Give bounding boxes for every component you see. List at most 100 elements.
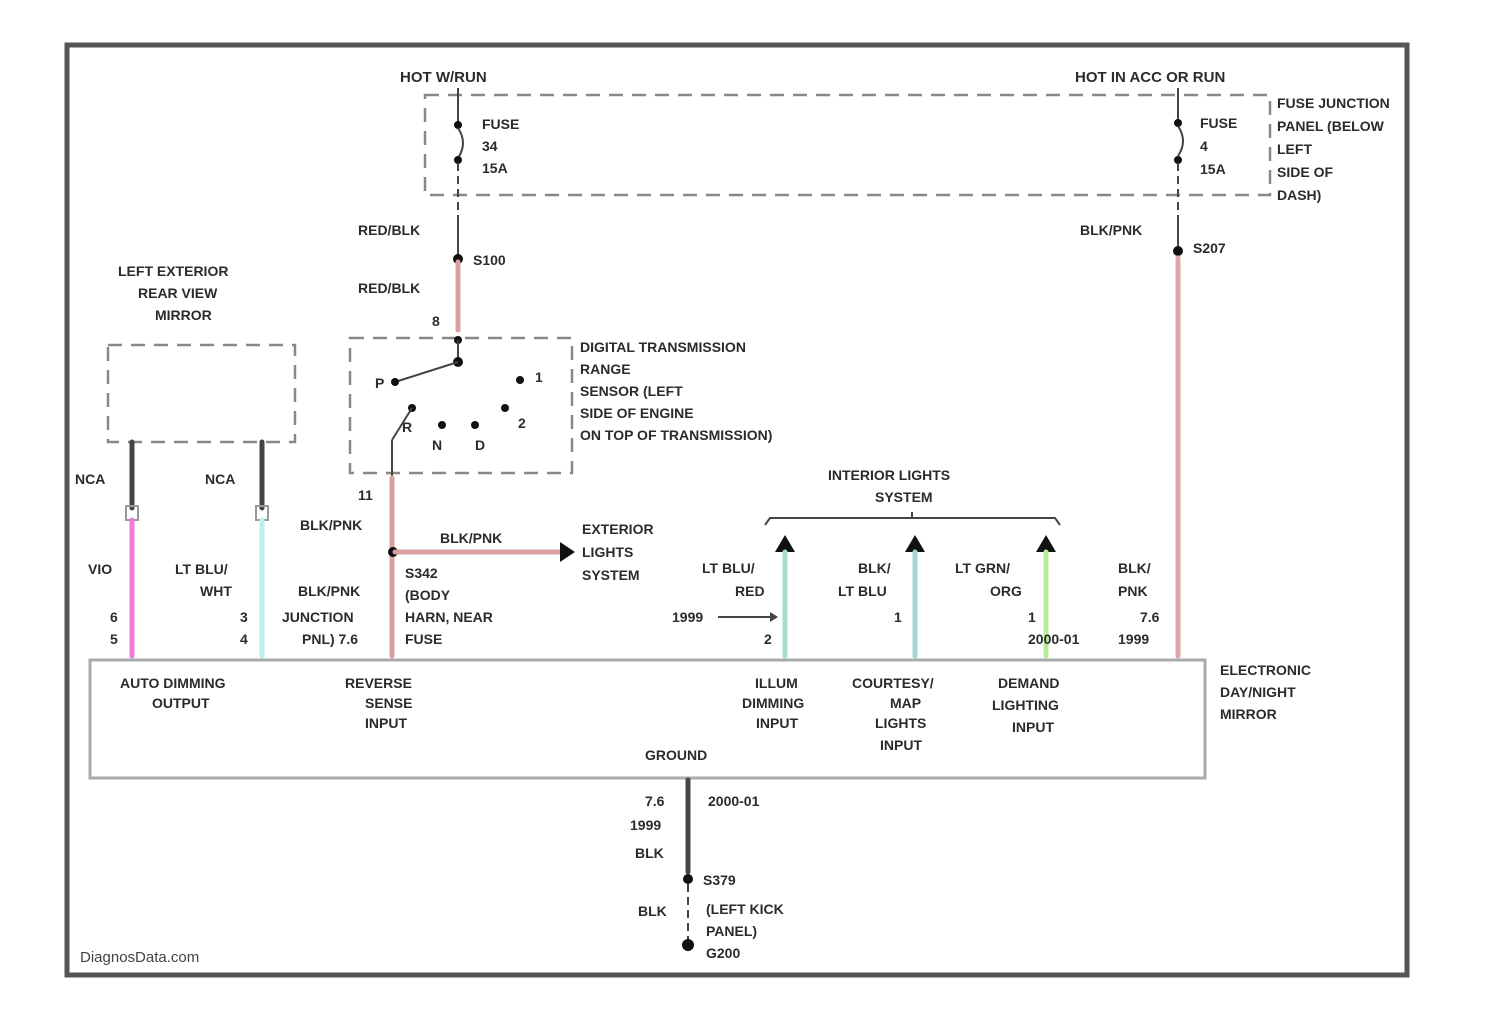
pin-4: 4 <box>240 631 248 647</box>
junction-label-2: PNL) 7.6 <box>302 631 358 647</box>
year-1999-label-2: 1999 <box>1118 631 1149 647</box>
sensor-title-1: DIGITAL TRANSMISSION <box>580 339 746 355</box>
fuse-left-name: FUSE <box>482 116 519 132</box>
s342-label-3: HARN, NEAR <box>405 609 493 625</box>
ground-label: GROUND <box>645 747 707 763</box>
interior-title-1: INTERIOR LIGHTS <box>828 467 950 483</box>
blk-lt-blu-label-1: BLK/ <box>858 560 891 576</box>
demand-label-2: LIGHTING <box>992 697 1059 713</box>
pin-3: 3 <box>240 609 248 625</box>
mirror-title-2: REAR VIEW <box>138 285 218 301</box>
pos-d: D <box>475 437 485 453</box>
blk-pnk-label-3: BLK/PNK <box>298 583 360 599</box>
interior-lights-system: INTERIOR LIGHTS SYSTEM LT BLU/ RED BLK/ … <box>672 467 1160 656</box>
fuse-panel-line-2: PANEL (BELOW <box>1277 118 1385 134</box>
year-2000-label: 2000-01 <box>1028 631 1080 647</box>
nca-label-2: NCA <box>205 471 235 487</box>
blk-pnk-label-right: BLK/PNK <box>1080 222 1142 238</box>
interior-title-2: SYSTEM <box>875 489 933 505</box>
sensor-title-4: SIDE OF ENGINE <box>580 405 694 421</box>
pos-p: P <box>375 375 384 391</box>
s342-label-4: FUSE <box>405 631 442 647</box>
vio-label: VIO <box>88 561 112 577</box>
blk-label-2: BLK <box>638 903 667 919</box>
ground-g200 <box>682 939 694 951</box>
transmission-range-sensor: P R N D 2 1 11 DIGITAL TRANSMISSION RANG… <box>350 336 772 503</box>
fuse-panel-line-4: SIDE OF <box>1277 164 1333 180</box>
nca-label-1: NCA <box>75 471 105 487</box>
auto-dim-label-1: AUTO DIMMING <box>120 675 226 691</box>
lt-grn-org-label-2: ORG <box>990 583 1022 599</box>
illum-label-1: ILLUM <box>755 675 798 691</box>
lt-blu-wht-label-2: WHT <box>200 583 232 599</box>
courtesy-label-1: COURTESY/ <box>852 675 934 691</box>
lt-blu-red-label-1: LT BLU/ <box>702 560 755 576</box>
splice-s207-label: S207 <box>1193 240 1226 256</box>
ground-year-2: 1999 <box>630 817 661 833</box>
courtesy-label-4: INPUT <box>880 737 922 753</box>
splice-s100-label: S100 <box>473 252 506 268</box>
junction-label-1: JUNCTION <box>282 609 354 625</box>
g200-label-1: (LEFT KICK <box>706 901 784 917</box>
ext-lights-2: LIGHTS <box>582 544 633 560</box>
fuse-right-name: FUSE <box>1200 115 1237 131</box>
pos-1: 1 <box>535 369 543 385</box>
sensor-title-2: RANGE <box>580 361 631 377</box>
illum-label-3: INPUT <box>756 715 798 731</box>
lt-blu-red-label-2: RED <box>735 583 765 599</box>
lt-blu-wht-label-1: LT BLU/ <box>175 561 228 577</box>
red-blk-label-top: RED/BLK <box>358 222 420 238</box>
reverse-label-3: INPUT <box>365 715 407 731</box>
year-1999-label: 1999 <box>672 609 703 625</box>
hot-right-label: HOT IN ACC OR RUN <box>1075 69 1225 86</box>
pos-n: N <box>432 437 442 453</box>
sensor-pin-8: 8 <box>432 313 440 329</box>
ground-path: 7.6 2000-01 1999 BLK S379 BLK (LEFT KICK… <box>630 780 784 961</box>
red-blk-label-mid: RED/BLK <box>358 280 420 296</box>
g200-label-2: PANEL) <box>706 923 757 939</box>
pin-blk-pnk: 7.6 <box>1140 609 1160 625</box>
blk-pnk-label-5: PNK <box>1118 583 1148 599</box>
blk-label-1: BLK <box>635 845 664 861</box>
pin-demand: 1 <box>1028 609 1036 625</box>
module-name-1: ELECTRONIC <box>1220 662 1311 678</box>
courtesy-label-3: LIGHTS <box>875 715 926 731</box>
fuse-panel-label: FUSE JUNCTION PANEL (BELOW LEFT SIDE OF … <box>1277 95 1390 203</box>
pin-courtesy: 1 <box>894 609 902 625</box>
mirror-box <box>108 345 295 442</box>
auto-dim-label-2: OUTPUT <box>152 695 210 711</box>
fuse-panel-line-1: FUSE JUNCTION <box>1277 95 1390 111</box>
fuse-right: FUSE 4 15A <box>1174 88 1237 215</box>
ground-pins: 7.6 <box>645 793 665 809</box>
blk-lt-blu-label-2: LT BLU <box>838 583 887 599</box>
fuse-panel-line-5: DASH) <box>1277 187 1321 203</box>
watermark: DiagnosData.com <box>80 949 199 966</box>
ext-lights-3: SYSTEM <box>582 567 640 583</box>
pin-5: 5 <box>110 631 118 647</box>
fuse-panel-box <box>425 95 1270 195</box>
left-exterior-mirror: LEFT EXTERIOR REAR VIEW MIRROR NCA NCA V… <box>75 263 295 656</box>
blk-pnk-label-4: BLK/ <box>1118 560 1151 576</box>
fuse-right-number: 4 <box>1200 138 1208 154</box>
reverse-sense-circuit: BLK/PNK BLK/PNK EXTERIOR LIGHTS SYSTEM B… <box>282 478 654 656</box>
reverse-label-2: SENSE <box>365 695 412 711</box>
mirror-title-1: LEFT EXTERIOR <box>118 263 228 279</box>
module-name-3: MIRROR <box>1220 706 1277 722</box>
demand-label-3: INPUT <box>1012 719 1054 735</box>
s342-label-2: (BODY <box>405 587 451 603</box>
fuse-panel-line-3: LEFT <box>1277 141 1312 157</box>
splice-s207 <box>1173 246 1183 256</box>
hot-left-label: HOT W/RUN <box>400 69 487 86</box>
ext-lights-1: EXTERIOR <box>582 521 654 537</box>
blk-pnk-label-1: BLK/PNK <box>300 517 362 533</box>
s379-label: S379 <box>703 872 736 888</box>
g200-label-3: G200 <box>706 945 740 961</box>
lt-grn-org-label-1: LT GRN/ <box>955 560 1010 576</box>
sensor-pin-11: 11 <box>358 487 373 503</box>
module-name-2: DAY/NIGHT <box>1220 684 1296 700</box>
electronic-mirror-module: AUTO DIMMING OUTPUT REVERSE SENSE INPUT … <box>90 660 1311 778</box>
demand-label-1: DEMAND <box>998 675 1059 691</box>
sensor-title-3: SENSOR (LEFT <box>580 383 683 399</box>
sensor-title-5: ON TOP OF TRANSMISSION) <box>580 427 772 443</box>
